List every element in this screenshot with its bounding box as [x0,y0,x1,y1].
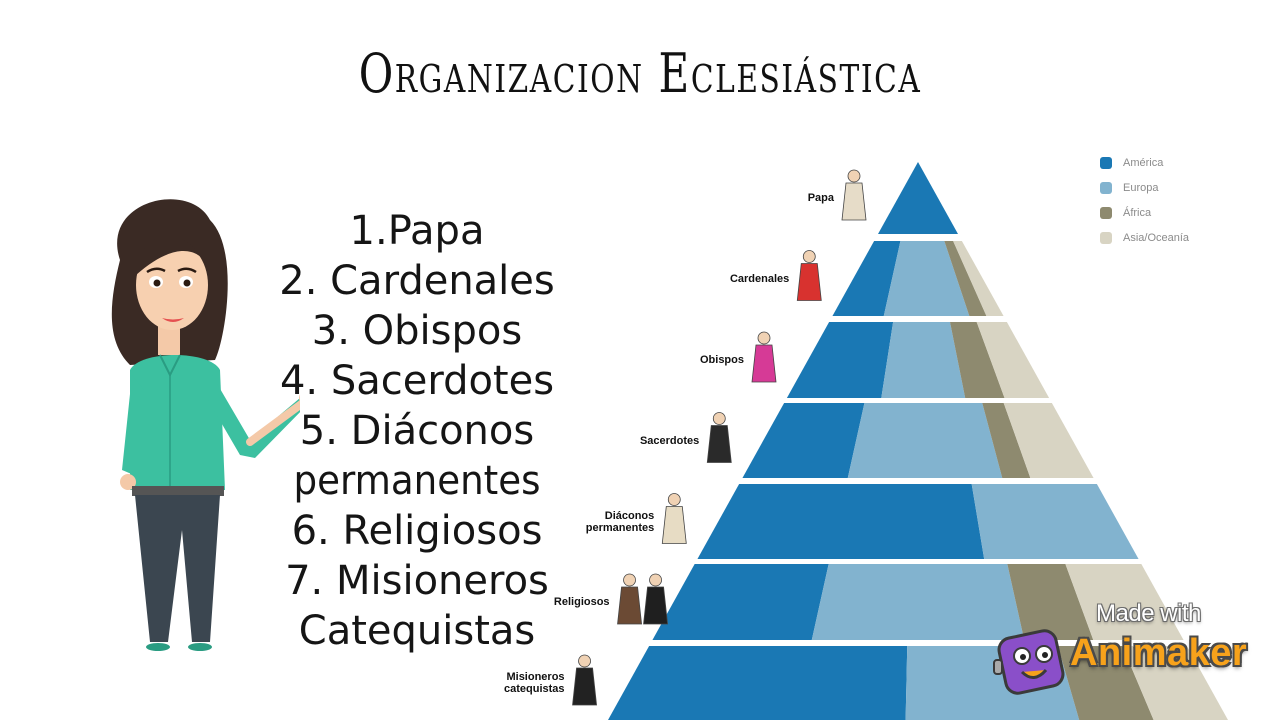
pyramid-level [878,162,958,234]
pyramid-segment-asia [976,322,1050,398]
clergy-figure-icon [706,412,732,463]
pyramid-segment-africa [982,403,1031,478]
pyramid-segment-asia [953,241,1004,316]
pyramid-segment-europa [971,484,1139,559]
rank-item-diaconos-cont: permanentes [293,458,541,504]
pyramid-segment-asia [1003,403,1094,478]
level-label: Cardenales [729,272,790,285]
legend-label: América [1123,156,1164,169]
watermark-brand: Animaker [1070,632,1248,674]
legend-label: Asia/Oceanía [1123,231,1190,244]
pyramid-level [652,564,1184,640]
level-label: Sacerdotes [639,434,700,447]
animaker-watermark: Made with Animaker [990,598,1250,698]
rank-item-cardenales: 2. Cardenales [279,258,555,304]
clergy-figure-icon [661,493,687,544]
pyramid-segment-asia [1065,564,1184,640]
level-label: Obispos [699,354,744,366]
teacher-avatar-icon [111,199,300,651]
pyramid-segment-america [786,322,894,398]
rank-item-sacerdotes: 4. Sacerdotes [279,358,555,404]
legend-item: Asia/Oceanía [1100,225,1189,250]
pyramid-level [742,403,1094,478]
pyramid-segment-africa [944,241,987,316]
pyramid-segment-africa [1057,646,1154,720]
rank-item-religiosos: 6. Religiosos [291,508,543,554]
rank-item-obispos: 3. Obispos [311,308,523,354]
watermark-made-with: Made with [1096,600,1201,627]
rank-item-papa: 1.Papa [349,208,485,254]
pyramid-segment-america [832,241,901,316]
legend-label: África [1123,206,1152,219]
legend-swatch [1100,206,1112,219]
pyramid-segment-europa [881,322,966,398]
level-label: Religiosos [553,596,610,608]
level-label: Misioneros catequistas [504,671,565,695]
clergy-figure-icon [572,654,598,706]
pyramid-level [786,322,1050,398]
level-label: Diáconos permanentes [585,509,655,534]
legend-item: América [1100,150,1189,175]
pyramid-segment-europa [811,564,1025,640]
clergy-figure-icon [841,169,867,221]
pyramid-level [832,241,1004,316]
pyramid-segment-europa [847,403,1003,478]
pyramid-level [697,484,1139,559]
pyramid-segment-europa [883,241,970,316]
clergy-figure-icon [751,331,777,383]
pyramid-segment-america [608,646,908,720]
level-label: Papa [807,192,834,204]
legend-swatch [1100,181,1112,194]
pyramid-segment-america [742,403,865,478]
legend-swatch [1100,156,1112,169]
pyramid-segment-asia [1122,646,1228,720]
pyramid-segment-america [697,484,985,559]
clergy-figure-icon [796,250,822,301]
pyramid-segment-africa [1007,564,1094,640]
legend-label: Europa [1123,181,1159,194]
pyramid-segment-america [652,564,829,640]
pyramid-segment-africa [950,322,1005,398]
animaker-logo-icon [993,629,1065,695]
rank-list: 1.Papa 2. Cardenales 3. Obispos 4. Sacer… [262,206,572,656]
clergy-figure-icon [617,573,669,625]
legend-item: Europa [1100,175,1189,200]
church-pyramid [572,162,1228,720]
legend-swatch [1100,231,1112,244]
rank-item-misioneros: 7. Misioneros [285,558,549,604]
page-title: Organizacion Eclesiástica [358,42,922,105]
pyramid-segment-america [878,162,958,234]
rank-item-diaconos: 5. Diáconos [299,408,535,454]
rank-item-catequistas: Catequistas [298,608,536,654]
legend-item: África [1100,200,1189,225]
